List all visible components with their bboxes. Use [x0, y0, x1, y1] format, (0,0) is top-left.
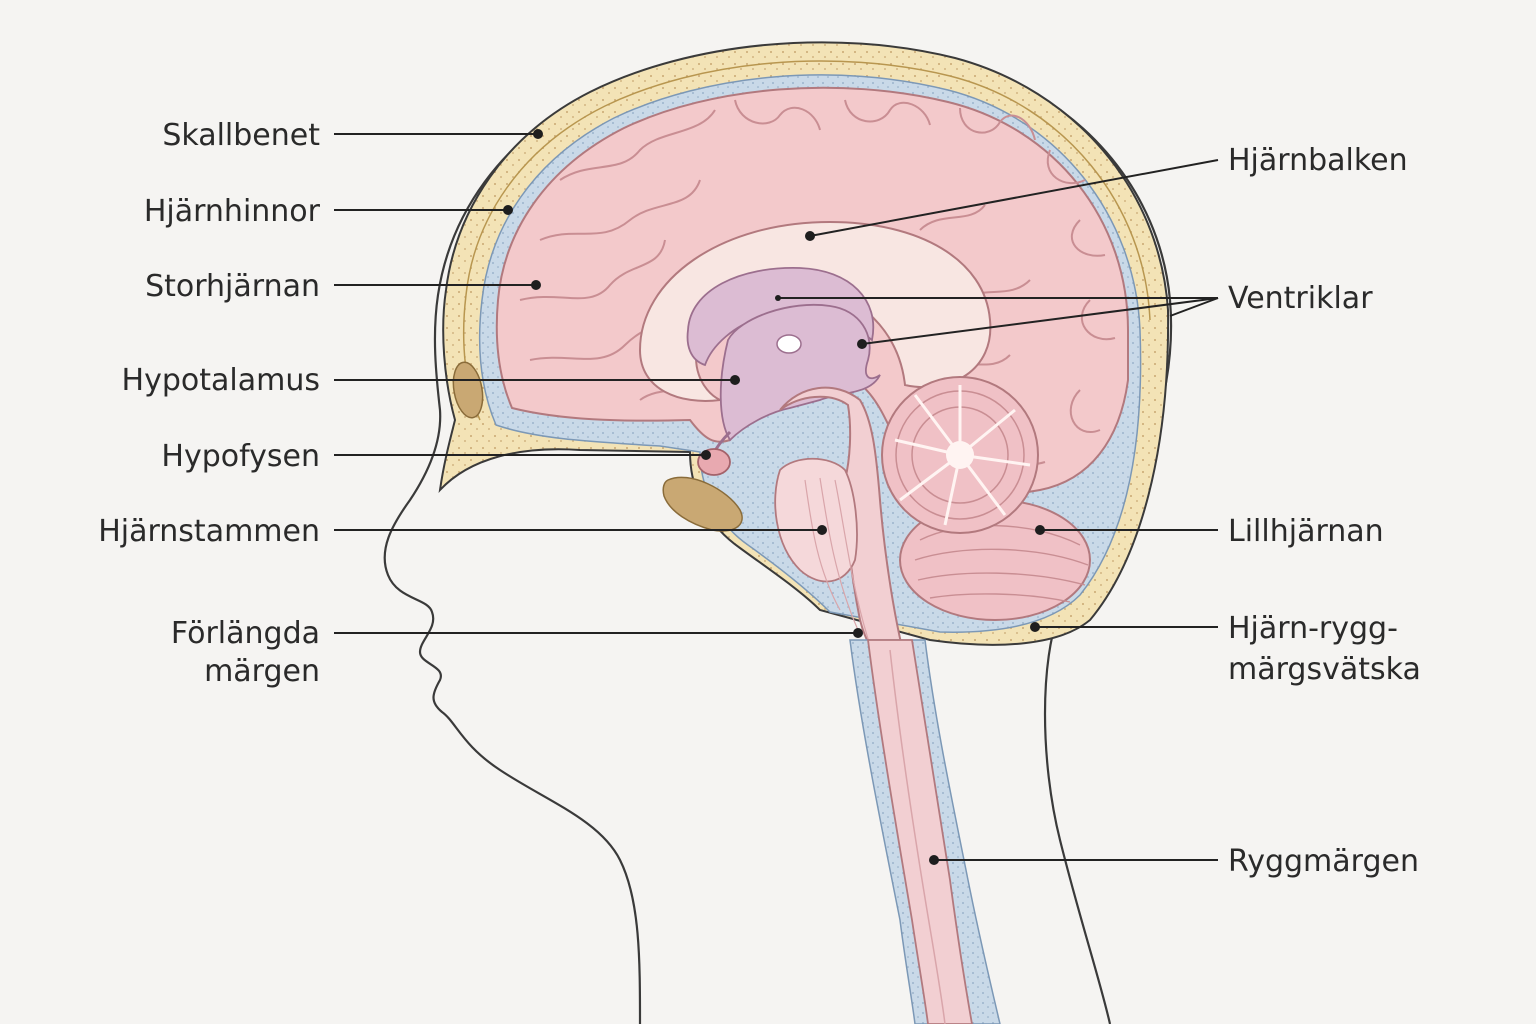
diencephalon	[719, 304, 881, 442]
label-csf-line2: märgsvätska	[1228, 652, 1421, 687]
dot-hypofysen	[701, 450, 711, 460]
label-hjarnstammen: Hjärnstammen	[98, 514, 320, 549]
brainstem-fibers	[804, 477, 871, 646]
label-ryggmargen: Ryggmärgen	[1228, 844, 1419, 879]
label-hjarnbalken: Hjärnbalken	[1228, 143, 1408, 178]
leader-lines	[334, 129, 1219, 865]
labels-left: Skallbenet Hjärnhinnor Storhjärnan Hypot…	[98, 118, 320, 689]
dot-ryggmargen	[929, 855, 939, 865]
corpus-callosum	[638, 220, 992, 402]
label-hypofysen: Hypofysen	[161, 439, 320, 474]
label-storhjarnan: Storhjärnan	[145, 269, 320, 304]
leader-ventriklar-a	[861, 297, 1219, 345]
dot-skallbenet	[533, 129, 543, 139]
frontal-sinus	[452, 361, 484, 419]
dot-hjarnhinnor	[503, 205, 513, 215]
dot-storhjarnan	[531, 280, 541, 290]
leader-ventriklar-c	[1169, 297, 1219, 317]
label-skallbenet: Skallbenet	[162, 118, 320, 153]
leader-hjarnbalken	[809, 159, 1219, 237]
dot-hjarnbalken	[805, 231, 815, 241]
dot-hypotalamus	[730, 375, 740, 385]
dot-ventriklar-lateral	[775, 295, 781, 301]
central-canal	[889, 649, 946, 1024]
cerebral-gyri	[519, 99, 1116, 466]
dot-lillhjarnan	[1035, 525, 1045, 535]
dot-hjarnstammen	[817, 525, 827, 535]
label-csf-line1: Hjärn-rygg-	[1228, 611, 1398, 646]
skull-inner-edge	[462, 60, 1151, 421]
label-ventriklar: Ventriklar	[1228, 281, 1373, 316]
label-forlangda-line2: märgen	[204, 654, 320, 689]
interthalamic-adhesion	[776, 334, 802, 354]
label-lillhjarnan: Lillhjärnan	[1228, 514, 1384, 549]
dot-csf	[1030, 622, 1040, 632]
label-forlangda-line1: Förlängda	[171, 616, 320, 651]
dot-forlangda-margen	[853, 628, 863, 638]
label-hjarnhinnor: Hjärnhinnor	[144, 194, 321, 229]
labels-right: Hjärnbalken Ventriklar Lillhjärnan Hjärn…	[1228, 143, 1421, 879]
dot-ventriklar	[857, 339, 867, 349]
label-hypotalamus: Hypotalamus	[122, 363, 320, 398]
